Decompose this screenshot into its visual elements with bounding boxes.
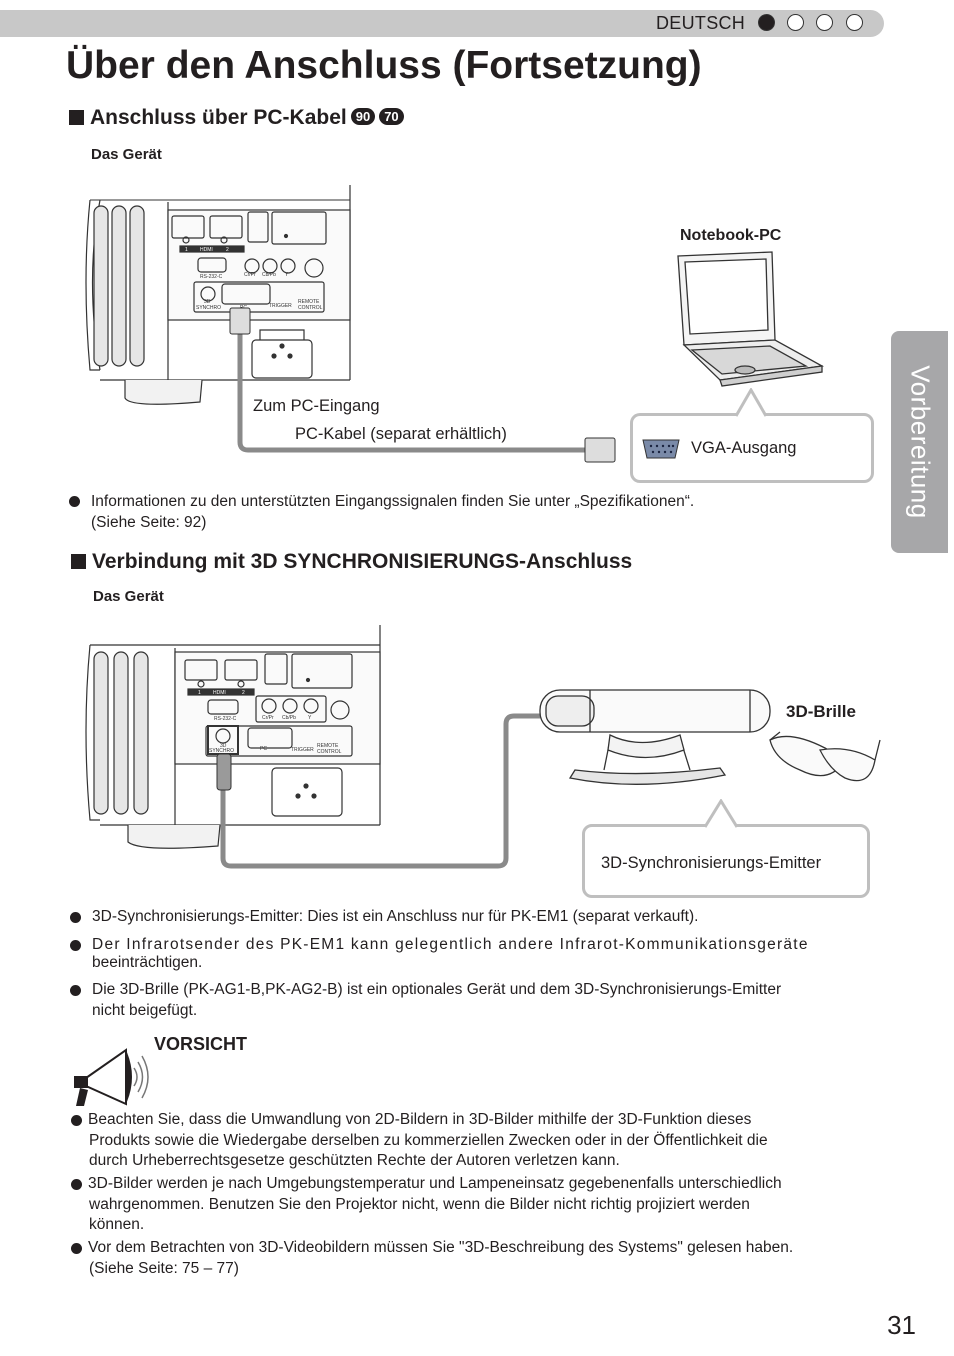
3d-label: 3D xyxy=(204,299,211,305)
header-bar xyxy=(0,10,884,37)
y-label: Y xyxy=(285,272,289,278)
callout-pointer xyxy=(705,799,737,828)
language-dot xyxy=(816,14,833,31)
caution-title: VORSICHT xyxy=(154,1034,248,1054)
infrared-note-line1: Der Infrarotsender des PK-EM1 kann geleg… xyxy=(92,936,809,953)
bullet-icon xyxy=(71,1179,82,1190)
model-badge-70: 70 xyxy=(379,108,404,125)
pc-cable-label: PC-Kabel (separat erhältlich) xyxy=(295,425,507,443)
caution-line: durch Urheberrechtsgesetze geschützten R… xyxy=(89,1152,620,1169)
megaphone-icon xyxy=(74,1048,149,1106)
pc-port-label: PC xyxy=(260,746,267,752)
3d-emitter-illustration xyxy=(539,689,771,785)
language-dot xyxy=(846,14,863,31)
bullet-icon xyxy=(70,985,81,996)
signal-info-line2: (Siehe Seite: 92) xyxy=(91,513,207,531)
trigger-label: TRIGGER xyxy=(291,747,314,753)
panel-labels: 1 HDMI 2 RS-232-C Cr/Pr Cb/Pb Y 3D SYNCH… xyxy=(198,690,342,755)
remote-label: REMOTE xyxy=(298,299,320,305)
glasses-note-line2: nicht beigefügt. xyxy=(92,1002,198,1019)
page-title: Über den Anschluss (Fortsetzung) xyxy=(66,44,702,87)
emitter-note: 3D-Synchronisierungs-Emitter: Dies ist e… xyxy=(92,908,699,925)
bullet-icon xyxy=(70,912,81,923)
caution-line: Beachten Sie, dass die Umwandlung von 2D… xyxy=(88,1111,752,1128)
caution-line: (Siehe Seite: 75 – 77) xyxy=(89,1259,239,1277)
vga-plug-icon xyxy=(229,307,251,335)
trigger-label: TRIGGER xyxy=(269,303,292,309)
synchro-label: SYNCHRO xyxy=(196,305,221,311)
section2-heading-text: Verbindung mit 3D SYNCHRONISIERUNGS-Ansc… xyxy=(92,550,633,573)
bullet-icon xyxy=(71,1115,82,1126)
page-number: 31 xyxy=(887,1310,916,1340)
pc-cable-diagram: 1 HDMI 2 RS-232-C Cr/Pr Cb/Pb Y 3D SYNCH… xyxy=(85,185,825,463)
callout-pointer xyxy=(736,388,766,417)
emitter-label: 3D-Synchronisierungs-Emitter xyxy=(601,854,822,872)
side-tab[interactable]: Vorbereitung xyxy=(891,331,948,553)
language-label: DEUTSCH xyxy=(656,13,746,33)
signal-info-line1: Informationen zu den unterstützten Einga… xyxy=(91,493,695,510)
hdmi-label: HDMI xyxy=(200,247,213,253)
3d-sync-diagram: 1 HDMI 2 RS-232-C Cr/Pr Cb/Pb Y 3D SYNCH… xyxy=(85,625,881,869)
vga-port-icon xyxy=(642,439,680,459)
bullet-icon xyxy=(71,1243,82,1254)
section1-heading-text: Anschluss über PC-Kabel xyxy=(90,106,347,129)
vga-plug-icon xyxy=(584,437,616,463)
notebook-pc-illustration xyxy=(677,251,825,387)
device-label-2: Das Gerät xyxy=(93,588,164,605)
projector-illustration xyxy=(85,185,351,405)
caution-item: 3D-Bilder werden je nach Umgebungstemper… xyxy=(71,1174,782,1236)
vga-output-label: VGA-Ausgang xyxy=(691,439,797,457)
hdmi-label: HDMI xyxy=(213,690,226,696)
projector-illustration xyxy=(85,625,381,849)
bullet-icon xyxy=(69,496,80,507)
hdmi-port-1-label: 1 xyxy=(185,247,188,253)
3d-label: 3D xyxy=(220,743,227,749)
square-bullet-icon xyxy=(71,554,86,569)
crpr-label: Cr/Pr xyxy=(244,272,256,278)
language-dot-active xyxy=(758,14,775,31)
rs232c-label: RS-232-C xyxy=(200,274,223,280)
to-pc-input-label: Zum PC-Eingang xyxy=(253,397,380,415)
model-badge-90: 90 xyxy=(350,108,376,125)
language-dot xyxy=(787,14,804,31)
pc-cable xyxy=(237,320,585,453)
side-tab-label: Vorbereitung xyxy=(905,365,935,519)
caution-line: wahrgenommen. Benutzen Sie den Projektor… xyxy=(89,1195,750,1213)
infrared-note-line2: beeinträchtigen. xyxy=(92,954,203,971)
3d-glasses-label: 3D-Brille xyxy=(786,702,856,721)
caution-line: Produkts sowie die Wiedergabe derselben … xyxy=(89,1131,768,1149)
bullet-icon xyxy=(70,940,81,951)
crpr-label: Cr/Pr xyxy=(262,715,274,721)
caution-item: Beachten Sie, dass die Umwandlung von 2D… xyxy=(71,1110,768,1172)
device-label: Das Gerät xyxy=(91,146,162,163)
emitter-callout: 3D-Synchronisierungs-Emitter xyxy=(582,824,870,898)
cbpb-label: Cb/Pb xyxy=(282,715,296,721)
notebook-pc-label: Notebook-PC xyxy=(680,227,782,244)
hdmi-port-2-label: 2 xyxy=(226,247,229,253)
square-bullet-icon xyxy=(69,110,84,125)
hdmi-port-2-label: 2 xyxy=(242,690,245,696)
cbpb-label: Cb/Pb xyxy=(262,272,276,278)
remote-label: REMOTE xyxy=(317,743,339,749)
synchro-label: SYNCHRO xyxy=(209,748,234,754)
control-label: CONTROL xyxy=(298,305,323,311)
y-label: Y xyxy=(308,715,312,721)
caution-item: Vor dem Betrachten von 3D-Videobildern m… xyxy=(71,1238,793,1279)
sync-plug-icon xyxy=(216,753,232,791)
caution-line: 3D-Bilder werden je nach Umgebungstemper… xyxy=(88,1175,782,1192)
hdmi-port-1-label: 1 xyxy=(198,690,201,696)
vga-output-callout: VGA-Ausgang xyxy=(630,413,874,483)
signal-info-note: Informationen zu den unterstützten Einga… xyxy=(91,492,694,533)
glasses-note-line1: Die 3D-Brille (PK-AG1-B,PK-AG2-B) ist ei… xyxy=(92,981,782,998)
caution-line: Vor dem Betrachten von 3D-Videobildern m… xyxy=(88,1239,794,1256)
3d-glasses-illustration xyxy=(769,731,881,782)
3d-sync-cable xyxy=(220,713,542,869)
control-label: CONTROL xyxy=(317,749,342,755)
caution-line: können. xyxy=(89,1216,145,1233)
section2-heading: Verbindung mit 3D SYNCHRONISIERUNGS-Ansc… xyxy=(71,550,632,574)
rs232c-label: RS-232-C xyxy=(214,716,237,722)
